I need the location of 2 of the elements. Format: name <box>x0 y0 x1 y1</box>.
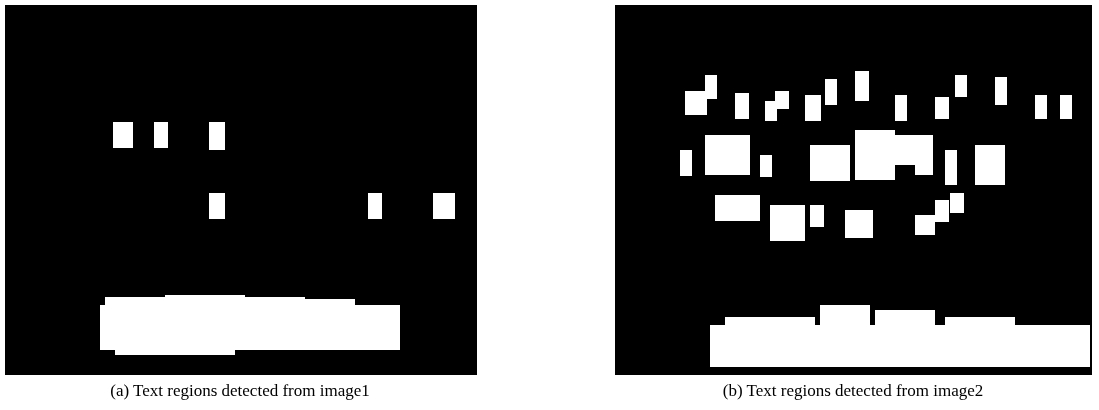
figure-caption: (a) Text regions detected from image1 <box>110 381 370 401</box>
figure-caption: (b) Text regions detected from image2 <box>722 381 984 401</box>
